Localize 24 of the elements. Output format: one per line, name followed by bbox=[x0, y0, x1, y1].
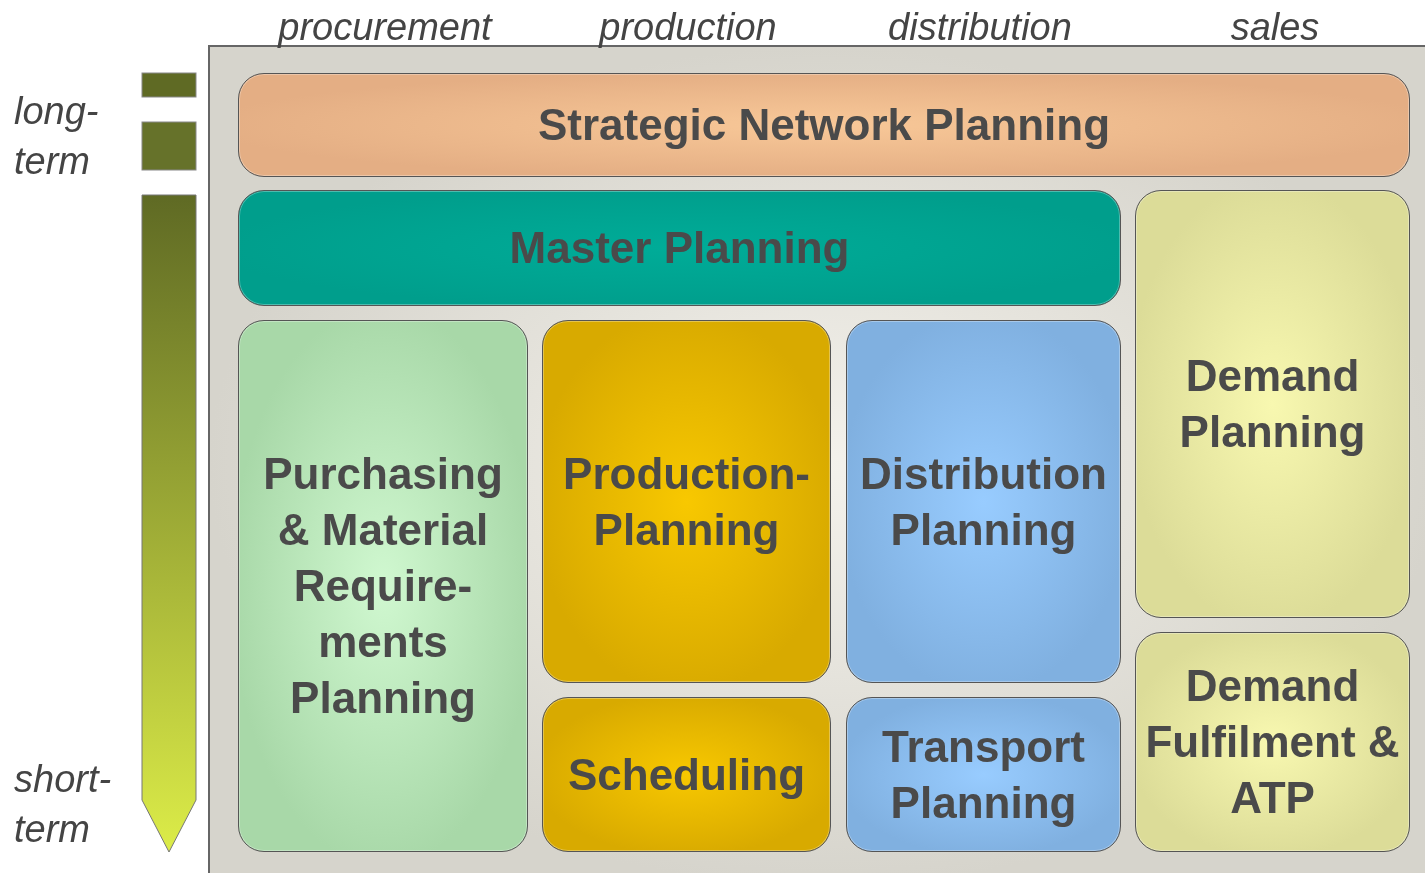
planning-box bbox=[542, 320, 831, 683]
box-title: Production-Planning bbox=[562, 447, 811, 556]
planning-box bbox=[542, 697, 831, 852]
box-title: Master Planning bbox=[508, 222, 851, 275]
planning-box bbox=[1135, 632, 1410, 852]
time-horizon-label: short- term bbox=[14, 757, 113, 852]
box-title: Scheduling bbox=[566, 748, 807, 801]
column-heading: procurement bbox=[276, 5, 494, 50]
planning-box bbox=[846, 320, 1121, 683]
time-horizon-label: long- term bbox=[14, 89, 100, 184]
planning-box bbox=[1135, 190, 1410, 618]
box-title: Transport Planning bbox=[881, 720, 1086, 829]
planning-box bbox=[238, 320, 528, 852]
planning-band bbox=[238, 73, 1410, 177]
column-heading: production bbox=[597, 5, 778, 50]
planning-band bbox=[238, 190, 1121, 306]
box-title: Strategic Network Planning bbox=[536, 99, 1112, 152]
column-heading: sales bbox=[1229, 5, 1321, 50]
box-title: Purchasing & Material Require-ments Planning bbox=[262, 448, 504, 724]
box-title: Demand Fulfilment & ATP bbox=[1144, 660, 1401, 824]
planning-box bbox=[846, 697, 1121, 852]
box-title: Demand Planning bbox=[1178, 350, 1367, 458]
box-title: Distribution Planning bbox=[859, 447, 1108, 556]
column-heading: distribution bbox=[887, 5, 1073, 50]
